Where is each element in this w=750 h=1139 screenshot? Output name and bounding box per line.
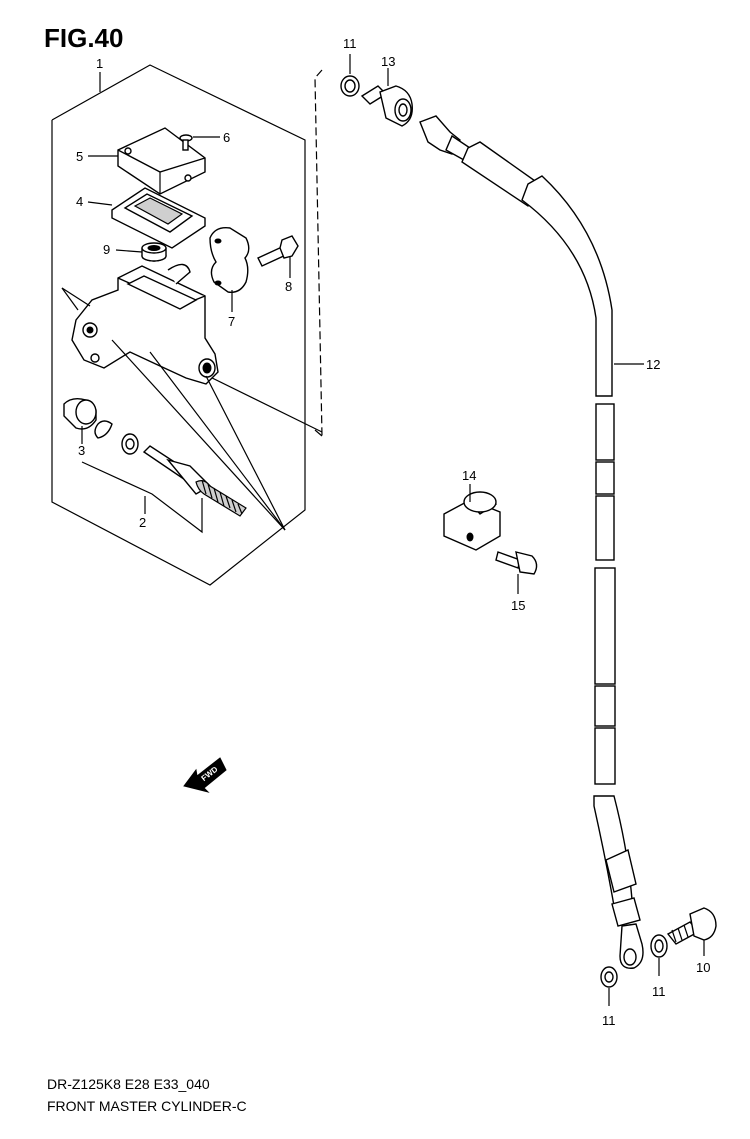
forward-direction-arrow: FWD xyxy=(183,757,227,793)
callout-11-bottom: 11 xyxy=(602,1013,616,1028)
figure-title: FIG.40 xyxy=(44,23,123,53)
washer-11-right xyxy=(650,934,668,976)
callout-4: 4 xyxy=(76,194,83,209)
callout-2: 2 xyxy=(139,515,146,530)
boot-9 xyxy=(115,242,167,262)
callout-15: 15 xyxy=(511,598,525,613)
assembly-guide-lines xyxy=(111,339,286,531)
screw-6 xyxy=(179,134,220,151)
piston-spring-2 xyxy=(142,445,247,517)
clamp-7 xyxy=(209,227,250,312)
footer-model-code: DR-Z125K8 E28 E33_040 xyxy=(47,1076,210,1092)
callout-3: 3 xyxy=(78,443,85,458)
assembly-outline-1 xyxy=(51,64,306,586)
callout-8: 8 xyxy=(285,279,292,294)
screw-15 xyxy=(495,551,538,594)
callout-13: 13 xyxy=(381,54,395,69)
callout-9: 9 xyxy=(103,242,110,257)
callout-5: 5 xyxy=(76,149,83,164)
callout-14: 14 xyxy=(462,468,476,483)
callout-7: 7 xyxy=(228,314,235,329)
washer-11-top xyxy=(340,54,360,97)
footer-caption: FRONT MASTER CYLINDER-C xyxy=(47,1098,247,1114)
callout-6: 6 xyxy=(223,130,230,145)
banjo-bolt-10 xyxy=(666,907,717,956)
callout-11-top: 11 xyxy=(343,36,357,51)
brake-hose-12 xyxy=(419,115,644,969)
callout-12: 12 xyxy=(646,357,660,372)
callout-1: 1 xyxy=(96,56,103,71)
callout-10: 10 xyxy=(696,960,710,975)
diaphragm-plate-4 xyxy=(87,187,206,249)
washer-11-bottom xyxy=(600,966,618,1006)
hose-clip-14 xyxy=(443,484,501,551)
callout-11-right: 11 xyxy=(652,984,666,999)
piston-kit-bracket-2 xyxy=(81,461,203,534)
master-cylinder-body xyxy=(61,263,219,385)
bolt-8 xyxy=(257,235,299,278)
dust-seal-3 xyxy=(63,397,139,455)
dashed-leader xyxy=(199,69,323,437)
hose-fitting-13 xyxy=(360,68,413,127)
